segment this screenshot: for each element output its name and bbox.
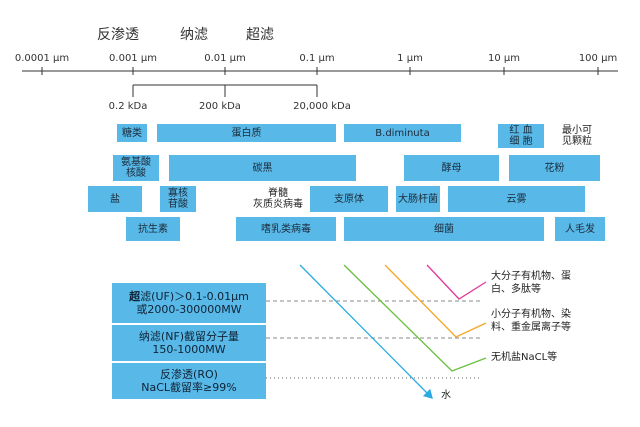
box-protein: 蛋白质 xyxy=(157,124,336,142)
box-amino-nucleic: 氨基酸 核酸 xyxy=(113,155,159,181)
tick-label-2: 0.01 μm xyxy=(204,53,246,64)
box-salt: 盐 xyxy=(88,186,142,212)
box-bacteria: 细菌 xyxy=(344,217,544,241)
box-bdiminuta: B.diminuta xyxy=(344,124,461,142)
annotation-macro: 大分子有机物、蛋 白、多肽等 xyxy=(491,271,571,295)
panel-ro: 反渗透(RO) NaCL截留率≥99% xyxy=(112,363,266,399)
box-pollen: 花粉 xyxy=(509,155,600,181)
box-oligo: 寡核 苷酸 xyxy=(160,186,196,212)
box-mycoplasma: 支原体 xyxy=(310,186,388,212)
box-lymph-virus: 嗜乳类病毒 xyxy=(236,217,336,241)
box-smallest-visible: 最小可 见颗粒 xyxy=(552,124,602,148)
box-yeast: 酵母 xyxy=(404,155,499,181)
tick-label-5: 10 μm xyxy=(487,53,521,64)
box-ecoli: 大肠杆菌 xyxy=(396,186,440,212)
tick-label-1: 0.001 μm xyxy=(109,53,157,64)
small-molecule-path xyxy=(384,264,487,338)
box-hair: 人毛发 xyxy=(555,217,605,241)
box-antibiotic: 抗生素 xyxy=(126,217,180,241)
tick-label-6: 100 μm xyxy=(578,53,618,64)
panel-nf-line2: 150-1000MW xyxy=(152,343,226,356)
process-label-ro: 反渗透 xyxy=(97,27,139,43)
process-label-uf: 超滤 xyxy=(246,27,274,43)
tick-label-4: 1 μm xyxy=(397,53,423,64)
box-carbon-black: 碳黑 xyxy=(169,155,356,181)
annotation-salt: 无机盐NaCL等 xyxy=(491,352,558,363)
annotation-water: 水 xyxy=(441,390,451,401)
tick-label-3: 0.1 μm xyxy=(299,53,335,64)
annotation-small: 小分子有机物、染 料、重金属离子等 xyxy=(491,309,571,333)
kda-label-2: 20,000 kDa xyxy=(293,101,351,112)
tick-label-0: 0.0001 μm xyxy=(14,53,70,64)
salt-path xyxy=(343,264,487,372)
box-cloud: 云雾 xyxy=(448,186,585,212)
panel-nf: 纳滤(NF)截留分子量 150-1000MW xyxy=(112,325,266,361)
macro-molecule-path xyxy=(426,264,487,300)
box-sugar: 糖类 xyxy=(117,124,147,142)
process-label-nf: 纳滤 xyxy=(180,27,208,43)
panel-uf-prefix: 超 xyxy=(129,290,141,303)
panel-uf-line2: 或2000-300000MW xyxy=(136,303,242,316)
box-polio-hepatitis: 脊髓 灰质炎病毒 xyxy=(247,186,309,212)
panel-uf-line1-text: 滤(UF)＞0.1-0.01μm xyxy=(140,290,249,303)
kda-label-1: 200 kDa xyxy=(199,101,241,112)
water-arrow xyxy=(299,264,433,399)
panel-uf-line1: 超滤(UF)＞0.1-0.01μm xyxy=(129,290,249,303)
panel-ro-line2: NaCL截留率≥99% xyxy=(141,381,237,394)
box-rbc: 红 血 细 胞 xyxy=(498,124,544,148)
panel-uf: 超滤(UF)＞0.1-0.01μm 或2000-300000MW xyxy=(112,283,266,323)
kda-label-0: 0.2 kDa xyxy=(108,101,148,112)
panel-ro-line1: 反渗透(RO) xyxy=(160,368,218,381)
panel-nf-line1: 纳滤(NF)截留分子量 xyxy=(138,330,240,343)
